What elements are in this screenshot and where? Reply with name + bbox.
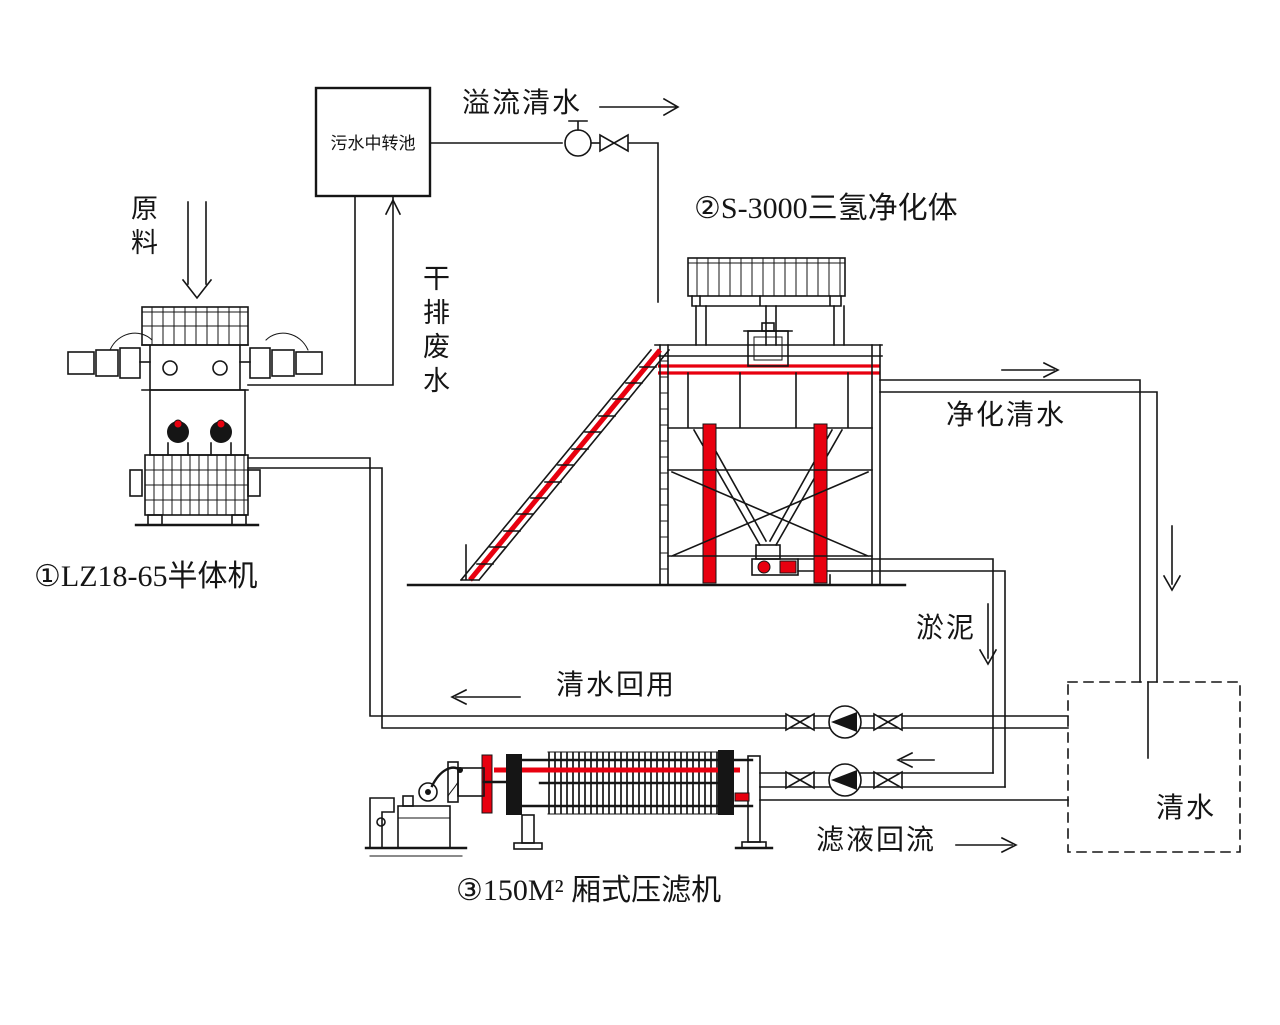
sewage-tank-label: 污水中转池 — [330, 134, 416, 153]
overflow-label: 溢流清水 — [462, 88, 583, 119]
dry-waste-flow-arrow — [384, 198, 402, 216]
s3000-purifier — [654, 257, 883, 586]
sludge-flow-arrow — [978, 603, 998, 666]
purified-water-label: 净化清水 — [946, 400, 1067, 431]
hydraulic-power-pack — [364, 766, 468, 857]
lz18-65-machine — [67, 306, 323, 527]
clear-water-tank — [1067, 681, 1241, 853]
reuse-pump — [785, 705, 903, 739]
filtrate-return-label: 滤液回流 — [816, 825, 937, 856]
filter-press-label: ③150M² 厢式压滤机 — [456, 874, 722, 907]
clear-water-label: 清水 — [1156, 793, 1217, 824]
purified-water-flow-arrow — [1001, 361, 1060, 379]
water-reuse-flow-arrow — [450, 688, 521, 706]
purifier-label: ②S-3000三氢净化体 — [694, 192, 958, 225]
machine1-label: ①LZ18-65半体机 — [34, 560, 258, 593]
sewage-transfer-tank — [314, 86, 432, 198]
overflow-pump — [564, 120, 629, 157]
raw-material-label: 原料 — [127, 194, 158, 262]
raw-material-flow-arrow — [181, 201, 213, 300]
press-feed-pump — [785, 763, 903, 797]
filter-press — [447, 750, 774, 850]
overflow-flow-arrow — [599, 97, 680, 117]
sludge-label: 淤泥 — [916, 613, 977, 644]
filtrate-flow-arrow — [955, 836, 1018, 854]
tank-inlet-flow-arrow — [1162, 525, 1182, 592]
press-feed-flow-arrow — [896, 751, 935, 769]
access-stairs — [459, 348, 671, 582]
dry-waste-label: 干排废水 — [419, 264, 450, 400]
water-reuse-label: 清水回用 — [556, 670, 677, 701]
